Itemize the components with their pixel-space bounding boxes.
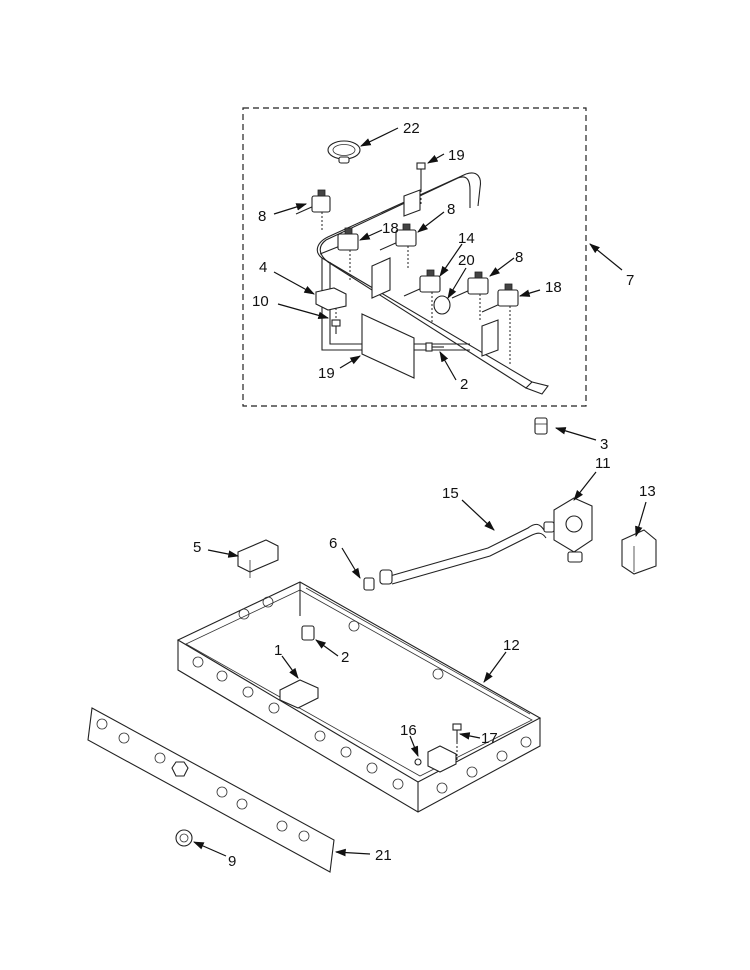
knob-9 bbox=[175, 829, 193, 847]
callout-6: 6 bbox=[329, 535, 337, 552]
callout-4: 4 bbox=[259, 259, 267, 276]
callout-8-center: 8 bbox=[447, 201, 455, 218]
gas-tube-15 bbox=[379, 523, 547, 585]
valve-bracket-center bbox=[371, 257, 391, 299]
bracket-5 bbox=[237, 539, 279, 578]
callout-3: 3 bbox=[600, 436, 608, 453]
burner-box-chassis bbox=[176, 581, 542, 813]
callout-10: 10 bbox=[252, 293, 269, 310]
valve-18-right bbox=[481, 283, 519, 366]
callout-12: 12 bbox=[503, 637, 520, 654]
screw-10 bbox=[331, 319, 341, 334]
valve-left bbox=[295, 189, 331, 230]
screw-upper bbox=[425, 342, 444, 352]
fitting-6 bbox=[363, 577, 375, 591]
callout-18-upper: 18 bbox=[382, 220, 399, 237]
callout-7: 7 bbox=[626, 272, 634, 289]
valve-bracket-right bbox=[481, 319, 499, 357]
callout-20: 20 bbox=[458, 252, 475, 269]
heat-shield-plate bbox=[361, 313, 415, 379]
bracket-13 bbox=[621, 529, 657, 575]
valve-14 bbox=[403, 269, 441, 322]
callout-16: 16 bbox=[400, 722, 417, 739]
callout-21: 21 bbox=[375, 847, 392, 864]
bracket-16 bbox=[414, 745, 457, 773]
callout-11: 11 bbox=[595, 455, 611, 472]
screw-17 bbox=[452, 723, 462, 760]
callout-13: 13 bbox=[639, 483, 656, 500]
panel-holes bbox=[96, 718, 310, 842]
callout-labels: 22 19 8 18 8 14 4 20 8 18 7 10 19 2 3 11… bbox=[193, 120, 656, 870]
callout-15: 15 bbox=[442, 485, 459, 502]
valve-upper-left bbox=[319, 227, 359, 280]
callout-22: 22 bbox=[403, 120, 420, 137]
mounting-bracket-4 bbox=[315, 287, 347, 311]
callout-8-left: 8 bbox=[258, 208, 266, 225]
callout-19-top: 19 bbox=[448, 147, 465, 164]
burner-orifice-ring bbox=[327, 140, 361, 164]
callout-5: 5 bbox=[193, 539, 201, 556]
callout-18-right: 18 bbox=[545, 279, 562, 296]
callout-19-lower: 19 bbox=[318, 365, 335, 382]
callout-9: 9 bbox=[228, 853, 236, 870]
valve-bracket-1 bbox=[279, 679, 319, 709]
callout-17: 17 bbox=[481, 730, 498, 747]
fitting-2-lower bbox=[301, 625, 315, 641]
callout-1: 1 bbox=[274, 642, 282, 659]
control-panel-21 bbox=[87, 707, 335, 873]
leader-lines bbox=[193, 127, 647, 857]
manifold-assembly-box bbox=[242, 107, 587, 407]
valve-bracket-top bbox=[403, 189, 421, 217]
chassis-holes bbox=[192, 596, 532, 794]
disc-20 bbox=[433, 295, 451, 315]
regulator-11 bbox=[543, 497, 593, 563]
valve-right bbox=[451, 271, 489, 320]
callout-8-right: 8 bbox=[515, 249, 523, 266]
fitting-3 bbox=[534, 417, 548, 435]
valve-center bbox=[379, 223, 417, 268]
callout-2-upper: 2 bbox=[460, 376, 468, 393]
bolt-top bbox=[416, 162, 426, 206]
callout-2-lower: 2 bbox=[341, 649, 349, 666]
callout-14: 14 bbox=[458, 230, 475, 247]
